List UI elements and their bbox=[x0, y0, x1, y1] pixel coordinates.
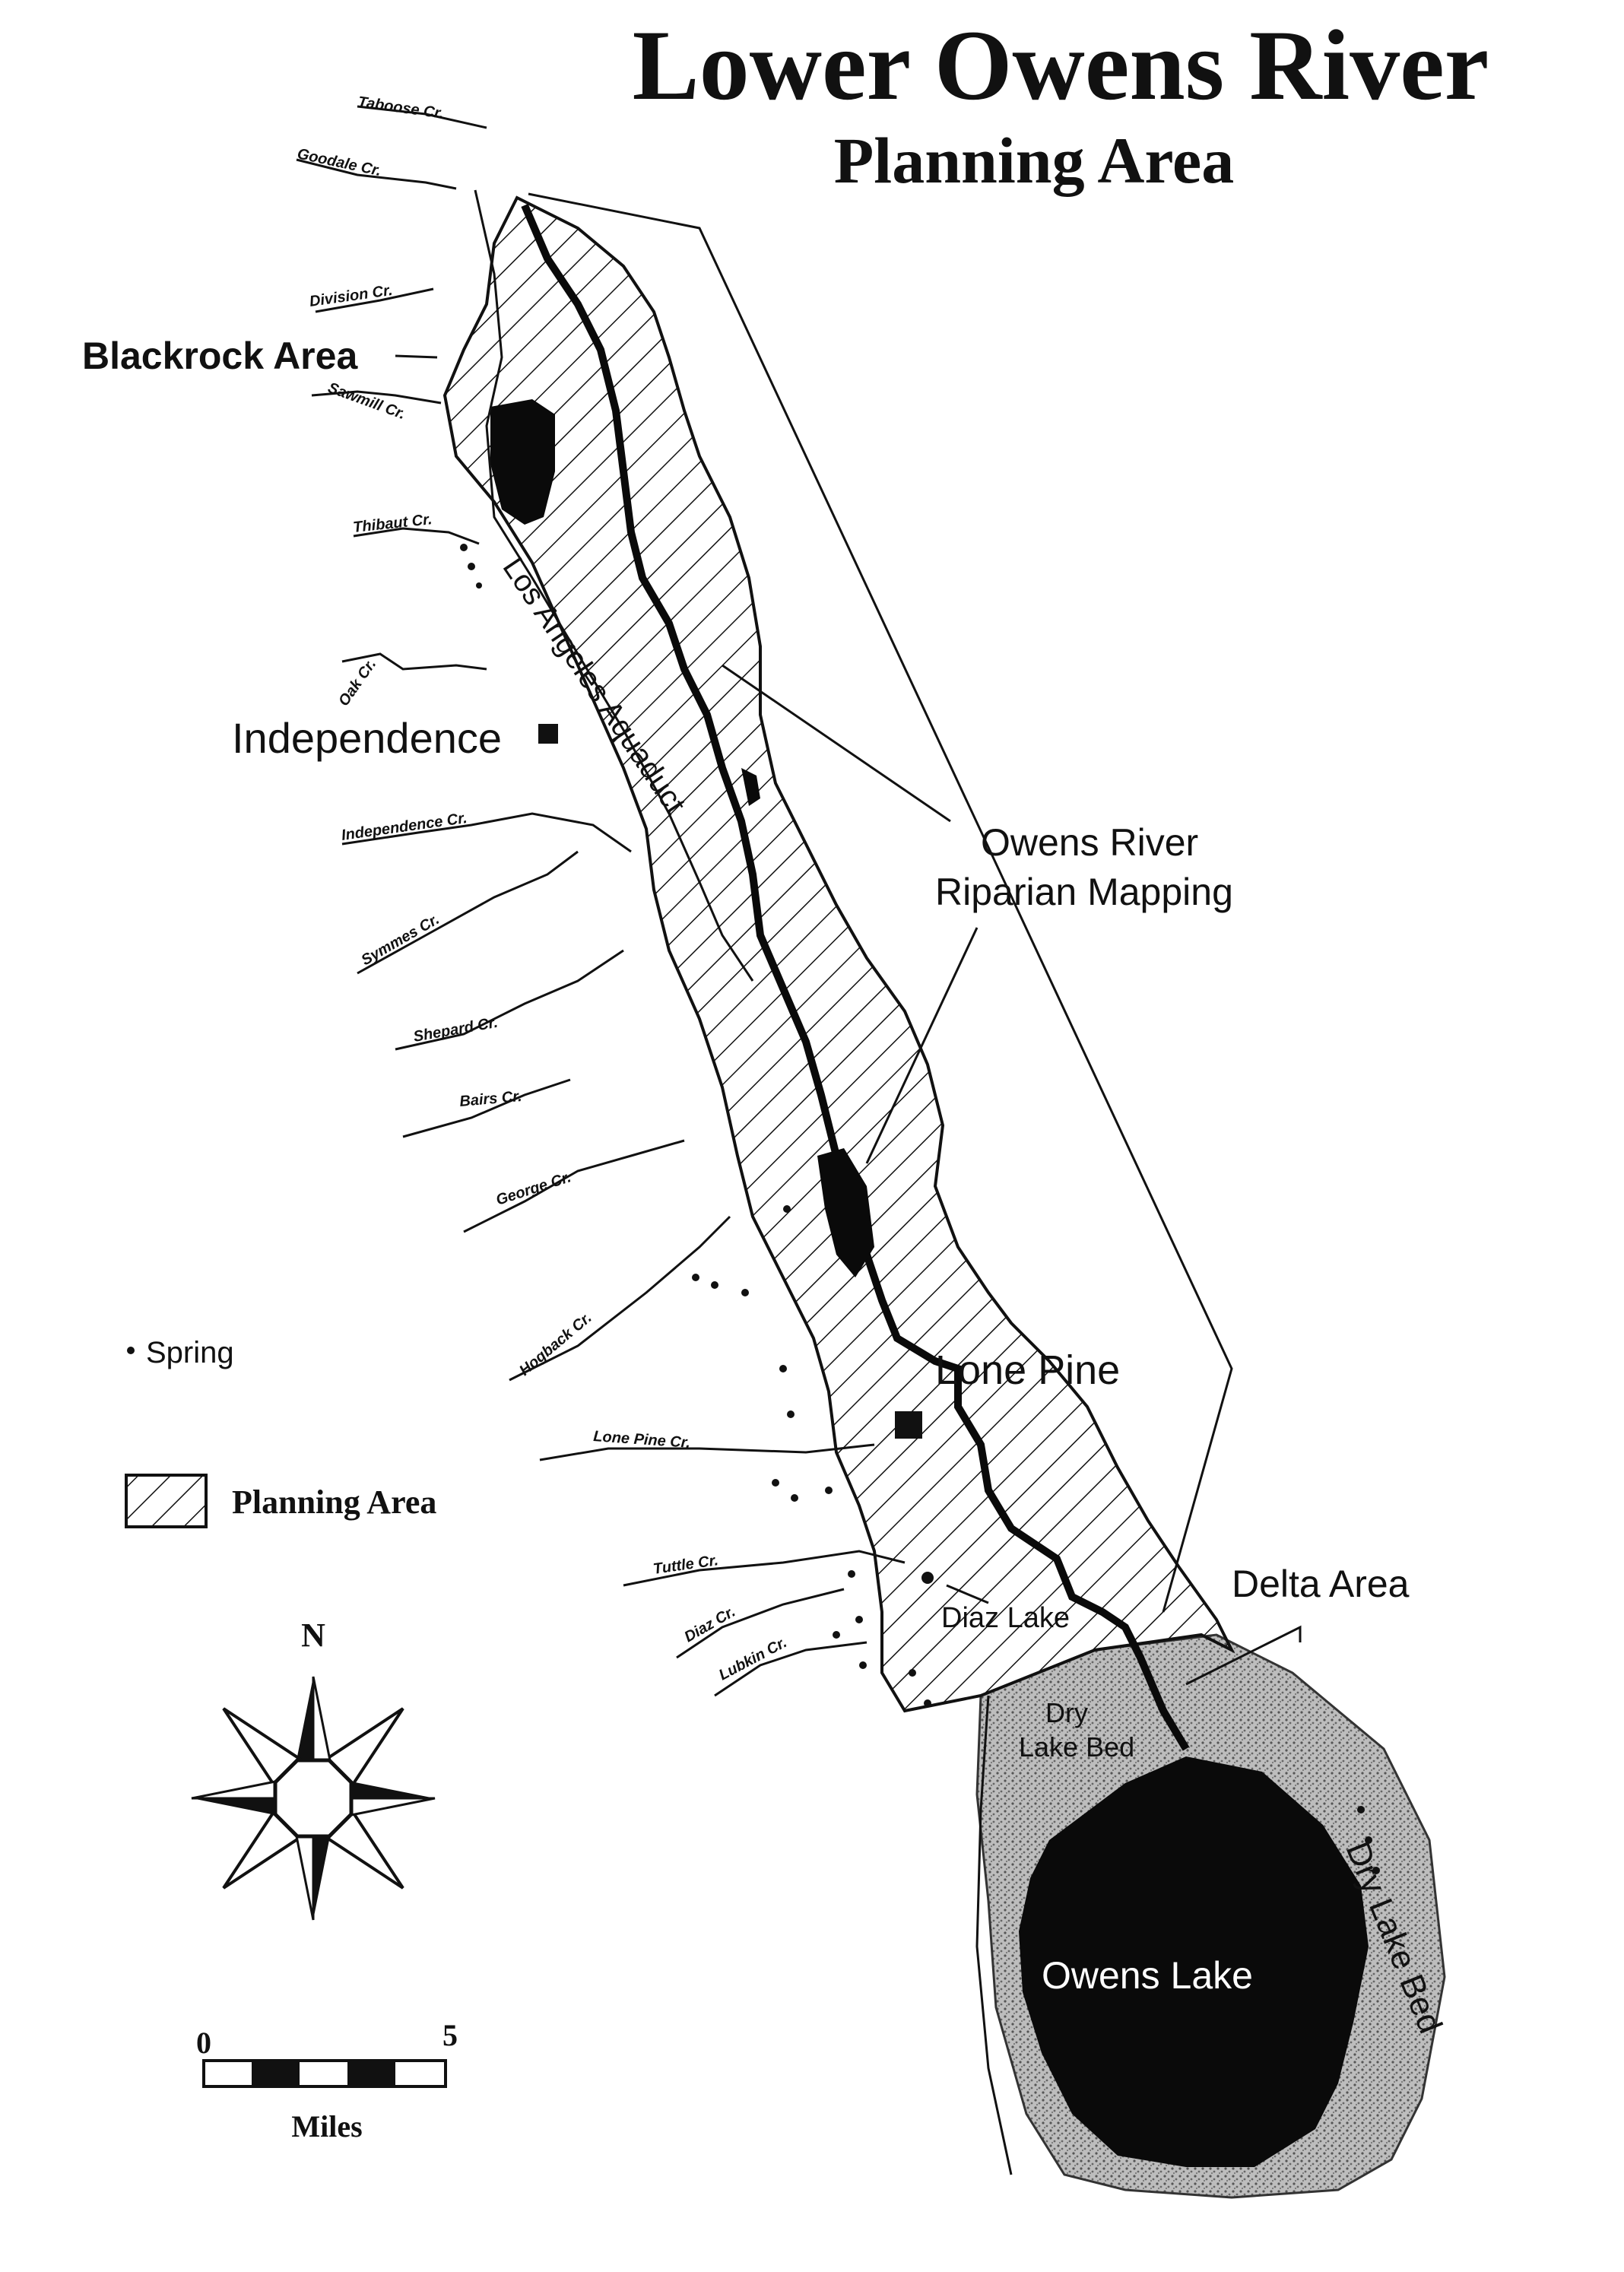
blackrock-label: Blackrock Area bbox=[82, 335, 358, 377]
creek-label-symmes: Symmes Cr. bbox=[359, 911, 442, 969]
creek-label-hogback: Hogback Cr. bbox=[516, 1309, 595, 1379]
spring-dots bbox=[460, 544, 1380, 1874]
blackrock-leader bbox=[395, 354, 438, 359]
owens-lake-shape bbox=[1019, 1756, 1369, 2167]
lone-pine-town-marker bbox=[895, 1411, 922, 1439]
creek-label-goodale: Goodale Cr. bbox=[296, 145, 382, 179]
riparian-label-1: Owens River bbox=[981, 821, 1198, 864]
creek-label-oak: Oak Cr. bbox=[335, 656, 379, 709]
owens-river bbox=[521, 204, 1190, 1751]
planning-area-shape bbox=[442, 195, 1235, 1713]
delta-area-label: Delta Area bbox=[1232, 1563, 1410, 1605]
delta-leader bbox=[1185, 1625, 1302, 1686]
riparian-label-2: Riparian Mapping bbox=[935, 871, 1233, 913]
dry-lake-bed-north-label-2: Lake Bed bbox=[1019, 1731, 1134, 1763]
creek-label-independence: Independence Cr. bbox=[341, 810, 468, 844]
creek-label-shepard: Shepard Cr. bbox=[412, 1014, 499, 1046]
scale-max-label: 5 bbox=[442, 2018, 458, 2052]
legend-spring-label: Spring bbox=[146, 1336, 234, 1369]
map-subtitle: Planning Area bbox=[834, 124, 1234, 197]
scale-bar bbox=[202, 2059, 447, 2088]
scale-min-label: 0 bbox=[196, 2026, 211, 2060]
legend-planning-area-label: Planning Area bbox=[232, 1483, 436, 1521]
compass-north-label: N bbox=[301, 1617, 325, 1654]
river-pond bbox=[817, 1148, 874, 1277]
creek-label-sawmill: Sawmill Cr. bbox=[325, 379, 408, 423]
creek-label-thibaut: Thibaut Cr. bbox=[352, 511, 433, 536]
riparian-callout bbox=[528, 192, 1233, 1613]
diaz-lake-marker bbox=[921, 1572, 934, 1584]
riparian-leader-2 bbox=[865, 927, 979, 1164]
scale-unit-label: Miles bbox=[291, 2109, 362, 2143]
independence-town-marker bbox=[538, 724, 558, 744]
creek-label-taboose: Taboose Cr. bbox=[357, 94, 445, 122]
dry-lake-bed-north-label-1: Dry bbox=[1045, 1697, 1088, 1728]
diaz-leader bbox=[946, 1584, 989, 1604]
creek-label-george: George Cr. bbox=[494, 1169, 573, 1209]
blackrock-area-shape bbox=[490, 399, 555, 525]
riparian-leader-1 bbox=[722, 664, 951, 823]
creek-label-bairs: Bairs Cr. bbox=[459, 1088, 523, 1110]
owens-lake-label: Owens Lake bbox=[1042, 1954, 1253, 1997]
la-aqueduct bbox=[474, 189, 754, 982]
river-pond-small bbox=[741, 768, 760, 806]
lone-pine-label: Lone Pine bbox=[935, 1347, 1120, 1393]
compass-rose bbox=[191, 1676, 436, 1921]
diaz-lake-label: Diaz Lake bbox=[941, 1602, 1070, 1634]
independence-label: Independence bbox=[232, 714, 502, 762]
map-title: Lower Owens River bbox=[633, 9, 1489, 121]
creek-lines bbox=[296, 105, 1013, 2175]
legend-planning-area-swatch bbox=[125, 1474, 208, 1528]
legend-spring-symbol bbox=[127, 1347, 135, 1354]
